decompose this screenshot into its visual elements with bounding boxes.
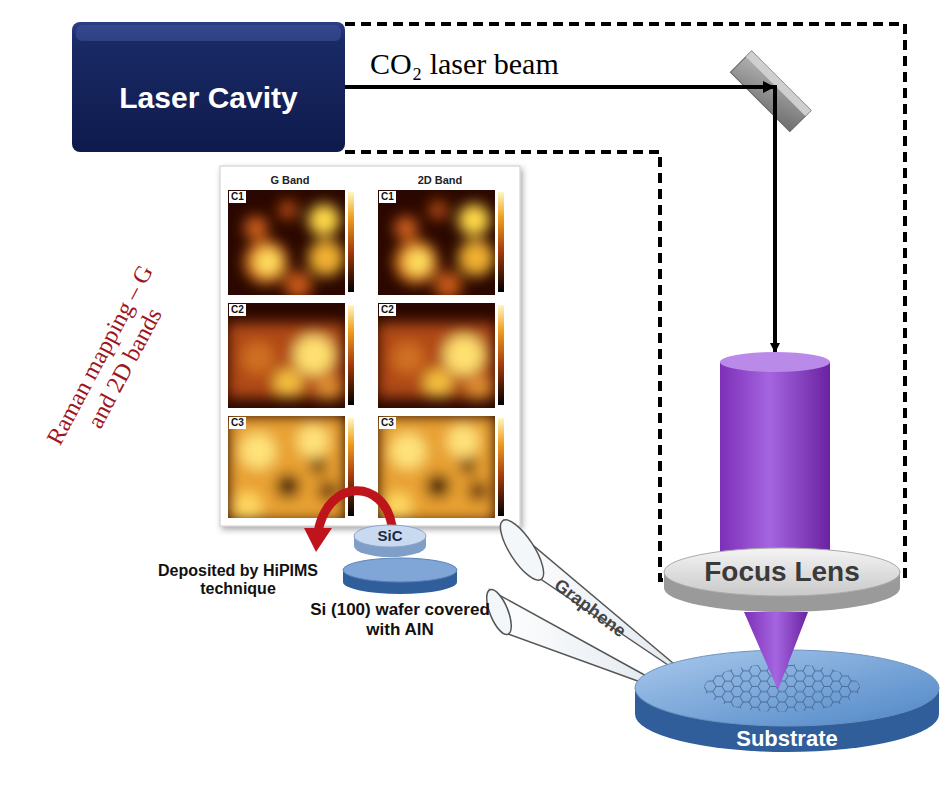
substrate-disk: Substrate <box>632 650 942 760</box>
node-text: Substrate <box>632 726 942 752</box>
map-tag: C3 <box>229 417 246 429</box>
node-text: Focus Lens <box>662 555 902 589</box>
map-heading: G Band <box>270 174 309 187</box>
sic-layer: SiC <box>352 524 428 560</box>
map-tag: C1 <box>379 191 396 203</box>
map-tag: C2 <box>379 304 396 316</box>
edge-label: CO₂ laser beam <box>370 47 559 81</box>
bend-arrowhead <box>763 81 775 93</box>
cone-label: Graphene <box>550 574 630 641</box>
laser-cavity-box: Laser Cavity <box>72 22 345 152</box>
map-tag: C1 <box>229 191 246 203</box>
map-tag: C3 <box>379 417 396 429</box>
si-wafer: Si (100) wafer covered with AlN <box>305 556 495 656</box>
process-note: Deposited by HiPIMS technique <box>151 562 326 599</box>
rotated-caption: Raman mapping – G and 2D bands <box>37 254 187 470</box>
map-heading: 2D Band <box>418 174 463 187</box>
node-text: Laser Cavity <box>72 80 345 116</box>
node-text: Si (100) wafer covered with AlN <box>305 600 495 641</box>
laser-beam-connector <box>345 87 775 352</box>
node-text: SiC <box>352 527 428 545</box>
focus-lens: Focus Lens <box>662 352 902 614</box>
map-tag: C2 <box>229 304 246 316</box>
